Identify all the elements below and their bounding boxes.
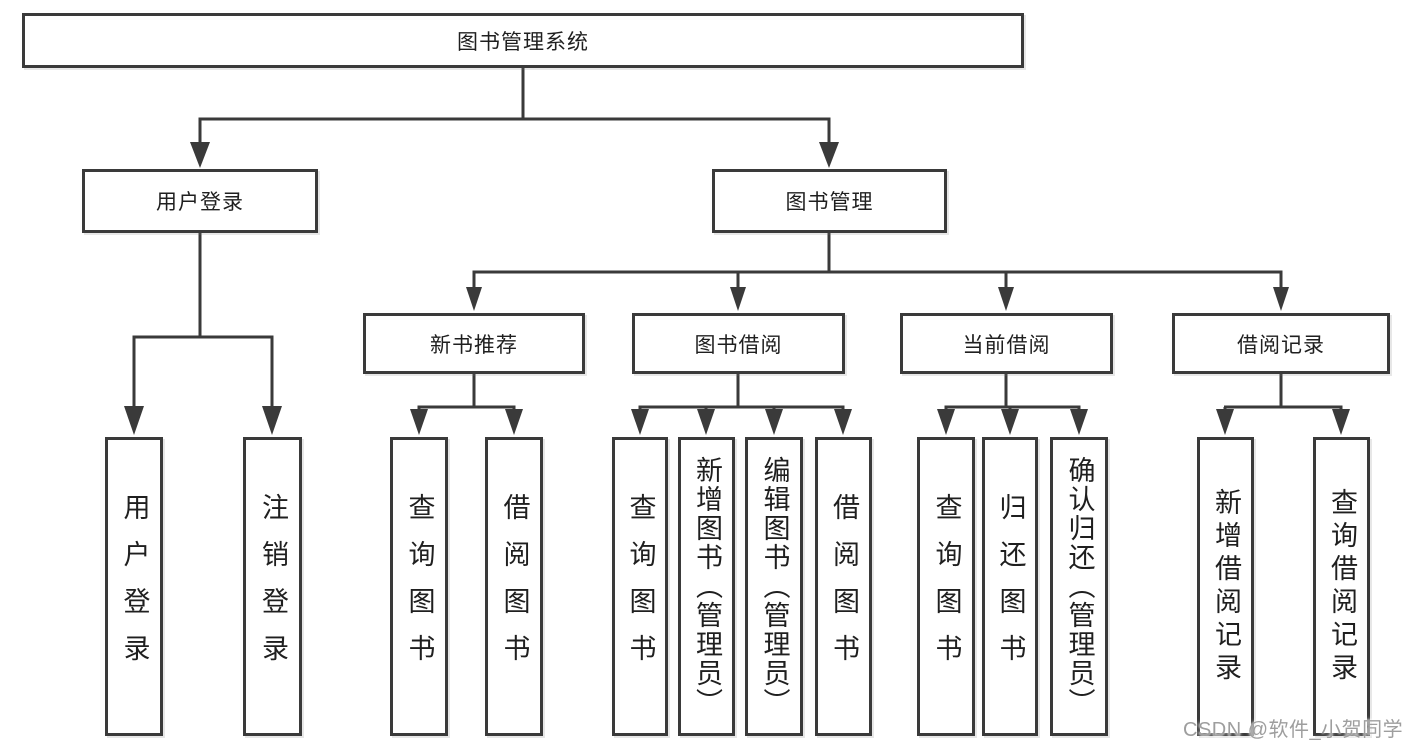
- watermark: CSDN @软件_小贺同学: [1183, 719, 1404, 741]
- node-borrow-add-admin: 新增图书（管理员）: [678, 437, 735, 736]
- node-borrow-records: 借阅记录: [1172, 313, 1390, 374]
- node-confirm-return-admin: 确认归还（管理员）: [1050, 437, 1108, 736]
- node-user-login-leaf: 用户登录: [105, 437, 163, 736]
- node-current-borrow: 当前借阅: [900, 313, 1113, 374]
- node-add-record: 新增借阅记录: [1197, 437, 1254, 736]
- node-logout: 注销登录: [243, 437, 302, 736]
- node-root: 图书管理系统: [22, 13, 1024, 68]
- node-borrow-edit-admin: 编辑图书（管理员）: [745, 437, 803, 736]
- connector-user-login: [124, 233, 282, 435]
- connector-root: [190, 68, 839, 168]
- node-borrow-book: 借阅图书: [815, 437, 872, 736]
- connector-new-books: [410, 374, 523, 435]
- node-user-login: 用户登录: [82, 169, 318, 233]
- connector-book-borrow: [631, 374, 852, 435]
- node-query-record: 查询借阅记录: [1313, 437, 1370, 736]
- node-newbooks-borrow: 借阅图书: [485, 437, 543, 736]
- node-book-mgmt: 图书管理: [712, 169, 947, 233]
- node-new-books: 新书推荐: [363, 313, 585, 374]
- connector-borrow-records: [1216, 374, 1350, 435]
- node-borrow-query: 查询图书: [612, 437, 668, 736]
- node-book-borrow: 图书借阅: [632, 313, 845, 374]
- connector-book-mgmt: [466, 233, 1289, 311]
- node-current-query: 查询图书: [917, 437, 975, 736]
- connector-current-borrow: [937, 374, 1088, 435]
- node-newbooks-query: 查询图书: [390, 437, 448, 736]
- node-return-book: 归还图书: [982, 437, 1038, 736]
